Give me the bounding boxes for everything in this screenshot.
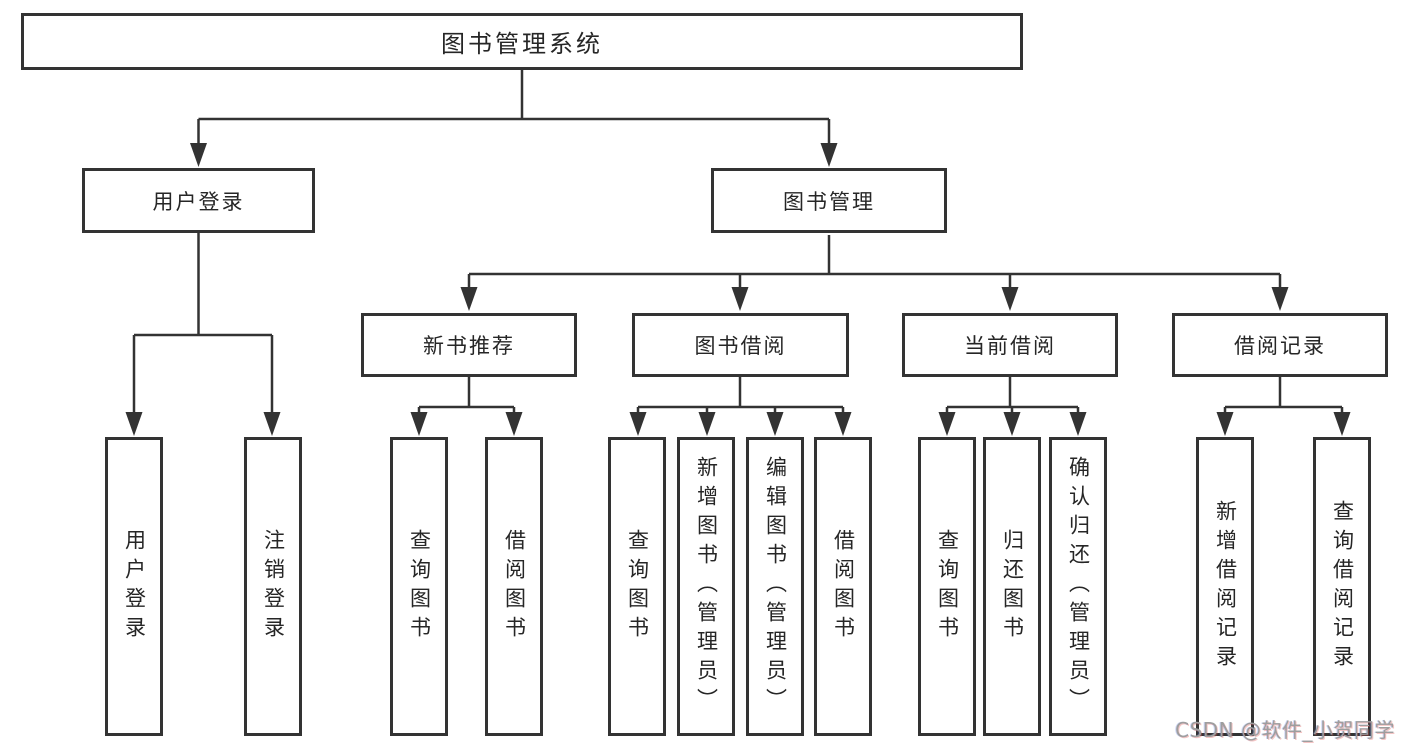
leaf-logout: 注销登录 [244,437,302,736]
node-book-management: 图书管理 [711,168,947,233]
node-borrow-records: 借阅记录 [1172,313,1388,377]
leaf-return-book: 归还图书 [983,437,1041,736]
leaf-add-borrow-record-label: 新增借阅记录 [1213,499,1238,674]
leaf-confirm-return-admin: 确认归还（管理员） [1049,437,1107,736]
leaf-confirm-return-admin-label: 确认归还（管理员） [1066,456,1091,717]
leaf-add-book-admin: 新增图书（管理员） [677,437,735,736]
node-current-borrow: 当前借阅 [902,313,1118,377]
node-user-login-label: 用户登录 [152,189,245,214]
node-borrow-records-label: 借阅记录 [1234,334,1326,358]
leaf-query-books-borrow-label: 查询图书 [625,528,650,645]
leaf-query-books-recommend-label: 查询图书 [407,528,432,645]
node-user-login: 用户登录 [82,168,315,233]
node-book-management-label: 图书管理 [783,189,875,214]
leaf-borrow-books: 借阅图书 [814,437,872,736]
leaf-return-book-label: 归还图书 [1000,528,1025,645]
leaf-query-books-current: 查询图书 [918,437,976,736]
arrowheads [125,143,1351,436]
connector-paths [132,70,1344,415]
leaf-add-borrow-record: 新增借阅记录 [1196,437,1254,736]
leaf-query-borrow-record-label: 查询借阅记录 [1330,499,1355,674]
node-root: 图书管理系统 [21,13,1023,70]
node-new-book-recommend-label: 新书推荐 [423,334,515,358]
watermark: CSDN @软件_小贺同学 [1175,718,1395,742]
leaf-add-book-admin-label: 新增图书（管理员） [694,456,719,717]
leaf-query-books-current-label: 查询图书 [935,528,960,645]
leaf-query-books-borrow: 查询图书 [608,437,666,736]
node-book-borrow: 图书借阅 [632,313,849,377]
node-new-book-recommend: 新书推荐 [361,313,577,377]
leaf-edit-book-admin: 编辑图书（管理员） [746,437,804,736]
leaf-query-borrow-record: 查询借阅记录 [1313,437,1371,736]
leaf-borrow-books-recommend-label: 借阅图书 [502,528,527,645]
leaf-edit-book-admin-label: 编辑图书（管理员） [763,456,788,717]
leaf-borrow-books-label: 借阅图书 [831,528,856,645]
node-book-borrow-label: 图书借阅 [694,334,787,358]
leaf-user-login-label: 用户登录 [122,528,147,645]
leaf-logout-label: 注销登录 [261,528,286,645]
node-root-label: 图书管理系统 [441,30,603,58]
leaf-query-books-recommend: 查询图书 [390,437,448,736]
leaf-user-login: 用户登录 [105,437,163,736]
node-current-borrow-label: 当前借阅 [964,334,1056,358]
leaf-borrow-books-recommend: 借阅图书 [485,437,543,736]
